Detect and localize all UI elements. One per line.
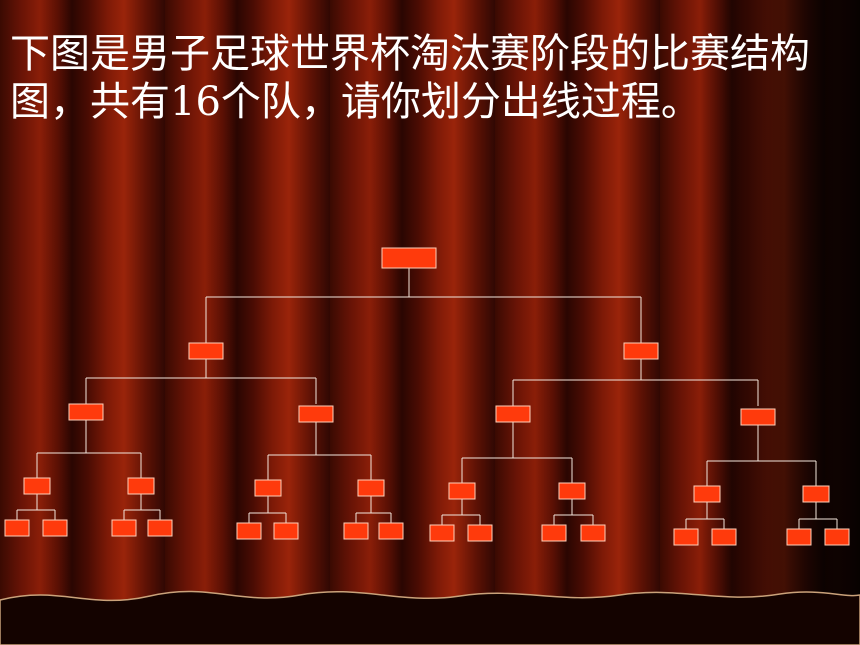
match-box [623,342,659,360]
team-box [429,524,455,542]
match-box [68,403,104,421]
team-box [4,519,30,537]
match-box [381,247,437,269]
team-box [711,528,737,546]
team-box [541,524,567,542]
team-box [236,522,262,540]
team-box [273,522,299,540]
bracket-nodes [4,247,850,546]
team-box [673,528,699,546]
match-box [448,482,476,500]
match-box [188,342,224,360]
match-box [558,482,586,500]
team-box [580,524,606,542]
team-box [824,528,850,546]
team-box [111,519,137,537]
team-box [343,522,369,540]
team-box [42,519,68,537]
team-box [378,522,404,540]
slide-text: 下图是男子足球世界杯淘汰赛阶段的比赛结构图，共有16个队，请你划分出线过程。 [10,31,810,125]
team-box [467,524,493,542]
team-box [147,519,173,537]
match-box [693,485,721,503]
match-box [357,479,385,497]
match-box [298,405,334,423]
match-box [495,405,531,423]
match-box [802,485,830,503]
match-box [127,477,155,495]
match-box [254,479,282,497]
match-box [23,477,51,495]
bracket-connectors [16,268,838,529]
match-box [740,408,776,426]
team-box [786,528,812,546]
